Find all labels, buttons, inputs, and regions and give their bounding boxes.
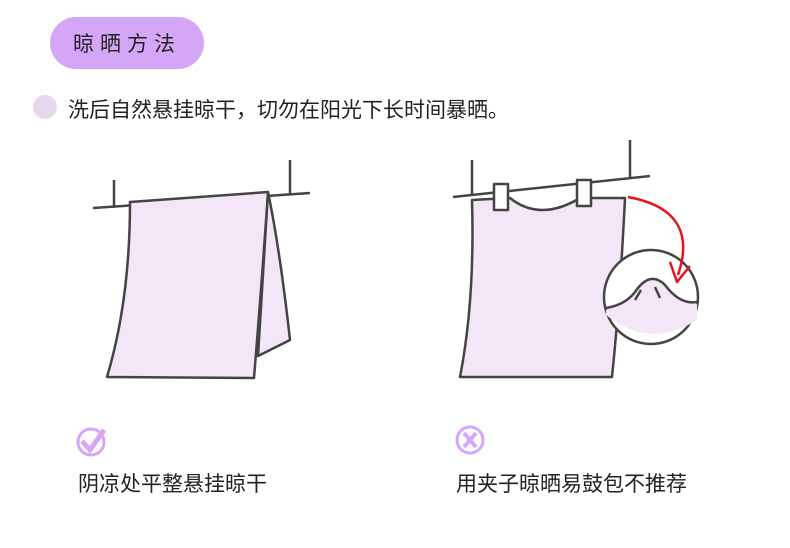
- x-circle-icon: [455, 425, 485, 455]
- tip-text: 洗后自然悬挂晾干，切勿在阳光下长时间暴晒。: [68, 98, 509, 122]
- bad-caption: 用夹子晾晒易鼓包不推荐: [456, 472, 687, 496]
- bullet-dot: [33, 95, 57, 119]
- section-title: 晾晒方法: [50, 17, 204, 69]
- check-circle-icon: [76, 427, 107, 457]
- good-illustration: [92, 160, 311, 380]
- good-caption: 阴凉处平整悬挂晾干: [78, 472, 267, 496]
- bad-illustration: [452, 140, 700, 379]
